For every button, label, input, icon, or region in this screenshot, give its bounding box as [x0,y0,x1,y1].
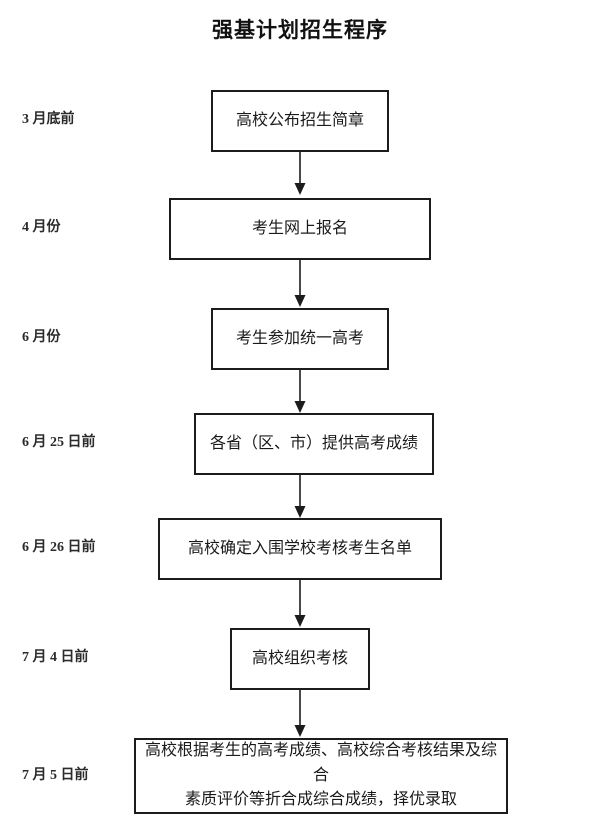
flow-stage-3: 6 月份 考生参加统一高考 [0,308,600,372]
flow-stage-5: 6 月 26 日前 高校确定入围学校考核考生名单 [0,518,600,582]
stage-box-text-1: 高校公布招生简章 [235,111,364,129]
flow-stage-4: 6 月 25 日前 各省（区、市）提供高考成绩 [0,413,600,477]
stage-label-6: 7 月 4 日前 [22,650,89,665]
stage-box-text-5: 高校确定入围学校考核考生名单 [187,539,412,557]
stage-label-5: 6 月 26 日前 [22,540,96,555]
arrow-connector-2 [0,260,600,308]
flow-stage-6: 7 月 4 日前 高校组织考核 [0,628,600,692]
arrow-connector-3 [0,370,600,414]
stage-label-7: 7 月 5 日前 [22,768,89,783]
stage-box-2[interactable]: 考生网上报名 [169,198,431,260]
stage-label-4: 6 月 25 日前 [22,435,96,450]
page-title: 强基计划招生程序 [212,19,388,42]
stage-box-text-3: 考生参加统一高考 [235,329,364,347]
flow-stage-1: 3 月底前 高校公布招生简章 [0,90,600,156]
arrow-connector-4 [0,475,600,519]
stage-box-4[interactable]: 各省（区、市）提供高考成绩 [194,413,434,475]
stage-box-6[interactable]: 高校组织考核 [230,628,370,690]
stage-label-2: 4 月份 [22,220,61,235]
arrow-connector-5 [0,580,600,628]
flow-stage-7: 7 月 5 日前 高校根据考生的高考成绩、高校综合考核结果及综合 素质评价等折合… [0,738,600,816]
stage-box-5[interactable]: 高校确定入围学校考核考生名单 [158,518,442,580]
stage-label-1: 3 月底前 [22,112,75,127]
arrow-connector-6 [0,690,600,738]
stage-box-1[interactable]: 高校公布招生简章 [211,90,389,152]
stage-box-text-7-line-1: 高校根据考生的高考成绩、高校综合考核结果及综合 [144,741,497,784]
arrow-connector-1 [0,152,600,196]
stage-box-3[interactable]: 考生参加统一高考 [211,308,389,370]
stage-label-3: 6 月份 [22,330,61,345]
stage-box-text-2: 考生网上报名 [251,219,348,237]
stage-box-7[interactable]: 高校根据考生的高考成绩、高校综合考核结果及综合 素质评价等折合成综合成绩，择优录… [134,738,508,814]
flow-stage-2: 4 月份 考生网上报名 [0,198,600,262]
stage-box-text-4: 各省（区、市）提供高考成绩 [209,434,418,452]
stage-box-text-7-line-2: 素质评价等折合成综合成绩，择优录取 [184,791,457,809]
stage-box-text-6: 高校组织考核 [251,649,348,667]
